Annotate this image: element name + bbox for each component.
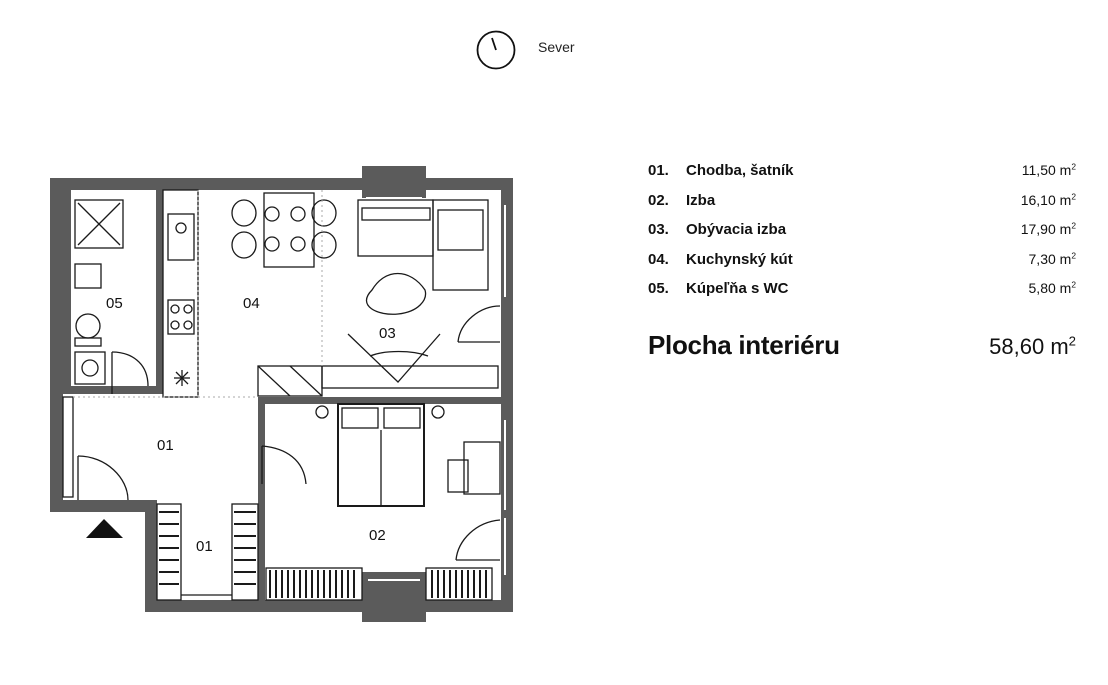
room-name: Kuchynský kút [686,250,793,268]
compass-icon [476,30,516,70]
room-name: Chodba, šatník [686,162,794,179]
plan-hatching [159,511,487,598]
room-number: 04. [648,250,669,268]
total-label: Plocha interiéru [648,330,840,360]
legend-row: 02. Izba 16,10 m2 [648,190,1076,220]
plan-walls [50,166,513,622]
room-name: Kúpeľňa s WC [686,280,789,297]
legend-row: 04. Kuchynský kút 7,30 m2 [648,249,1076,279]
plan-label-kitchen: 04 [243,295,260,312]
room-area: 7,30 m2 [1028,249,1076,267]
plan-label-hall: 01 [157,437,174,454]
room-area: 5,80 m2 [1028,279,1076,296]
plan-label-wardrobe: 01 [196,538,213,555]
legend-row: 01. Chodba, šatník 11,50 m2 [648,160,1076,190]
room-number: 05. [648,280,669,297]
compass-label: Sever [538,39,575,55]
plan-label-bedroom: 02 [369,527,386,544]
plan-zone-lines [73,190,323,398]
entrance-arrow-icon [86,519,123,538]
room-number: 01. [648,162,669,179]
legend-row: 05. Kúpeľňa s WC 5,80 m2 [648,278,1076,308]
room-legend: 01. Chodba, šatník 11,50 m2 02. Izba 16,… [648,160,1076,308]
plan-furniture [62,189,501,601]
room-name: Obývacia izba [686,221,787,238]
room-area: 17,90 m2 [1020,220,1076,237]
room-number: 02. [648,191,669,209]
plan-label-bath: 05 [106,295,123,312]
room-name: Izba [686,191,716,209]
plan-label-living: 03 [379,325,396,342]
floor-plan: 05 04 03 01 01 02 [50,166,513,622]
plan-windows [366,197,506,581]
total-value: 58,60 m2 [989,333,1076,359]
room-number: 03. [648,221,669,238]
room-area: 16,10 m2 [1020,190,1076,208]
legend-row: 03. Obývacia izba 17,90 m2 [648,219,1076,249]
total-area: Plocha interiéru 58,60 m2 [648,330,1076,364]
room-area: 11,50 m2 [1021,161,1076,178]
